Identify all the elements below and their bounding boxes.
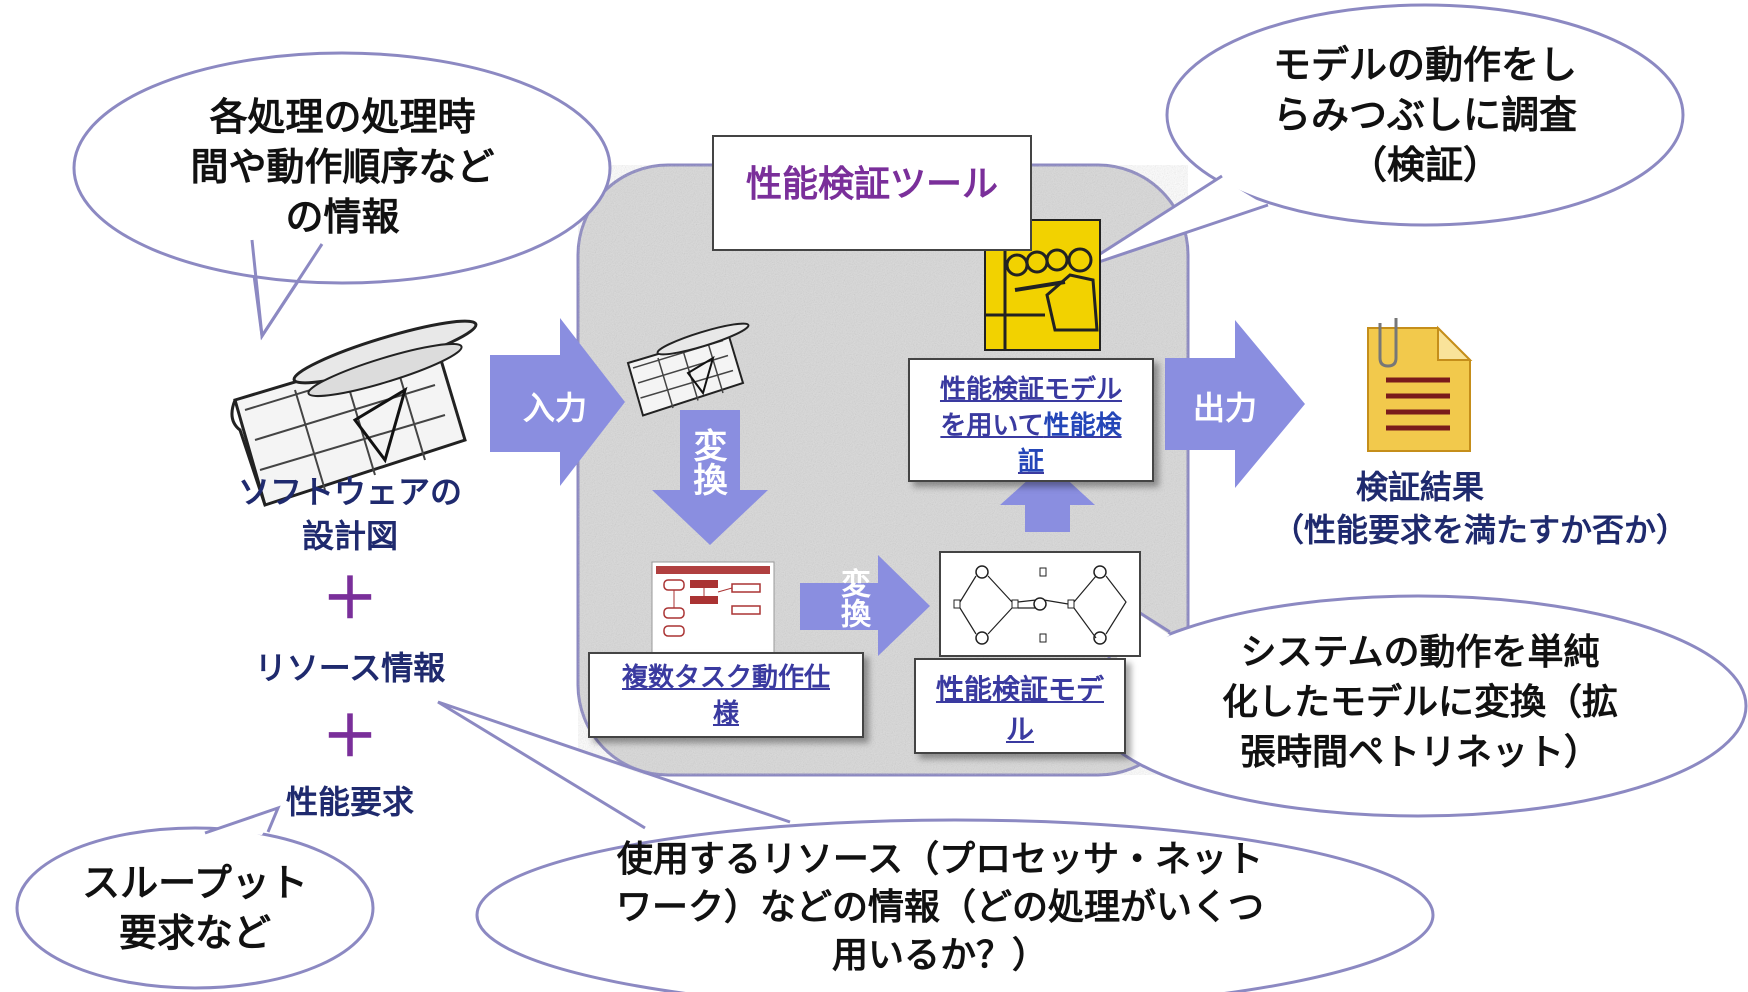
bubble-top-left bbox=[72, 51, 612, 341]
output-arrow bbox=[1165, 320, 1305, 488]
plus-sign-1: ＋ bbox=[322, 567, 378, 632]
bubble-right-mid-line-1: システムの動作を単純 bbox=[1240, 632, 1600, 673]
convert-right-arrow bbox=[800, 555, 930, 656]
task-spec-diagram bbox=[651, 561, 775, 655]
bubble-bottom-center-text: 使用するリソース（プロセッサ・ネット ワーク）などの情報（どの処理がいくつ 用い… bbox=[600, 836, 1280, 980]
design-label: ソフトウェアの 設計図 bbox=[220, 470, 480, 558]
bubble-bottom-center-line-2: ワーク）などの情報（どの処理がいくつ bbox=[615, 887, 1264, 928]
plus-sign-2: ＋ bbox=[322, 705, 378, 770]
input-arrow-label: 入力 bbox=[522, 389, 587, 427]
input-arrow bbox=[490, 318, 625, 486]
result-title: 検証結果 bbox=[1355, 468, 1484, 506]
verify-up-arrow bbox=[1000, 462, 1095, 532]
verify-box-line-3: 証 bbox=[1017, 447, 1044, 477]
blueprint-icon bbox=[230, 319, 478, 507]
spec-box-line-2: 様 bbox=[712, 699, 739, 729]
bubble-top-right-line-2: らみつぶしに調査 bbox=[1272, 93, 1577, 137]
verify-box-link[interactable]: 性能検 bbox=[1043, 411, 1122, 441]
bubble-top-left-text: 各処理の処理時 間や動作順序など の情報 bbox=[150, 92, 535, 242]
petri-net-diagram bbox=[939, 551, 1141, 657]
bubble-top-right-line-3: （検証） bbox=[1348, 143, 1501, 187]
requirement-label: 性能要求 bbox=[285, 783, 414, 821]
bubble-bottom-center-line-3: 用いるか？） bbox=[831, 935, 1048, 976]
bubble-bottom-left-text: スループット 要求など bbox=[60, 858, 330, 958]
verify-box-line-1: 性能検証モデル bbox=[939, 375, 1122, 405]
bubble-top-left-line-2: 間や動作順序など bbox=[190, 145, 495, 189]
bubble-right-mid-line-2: 化したモデルに変換（拡 bbox=[1221, 682, 1618, 723]
blueprint-icon-small bbox=[626, 322, 750, 417]
verify-box-text[interactable]: 性能検証モデル を用いて性能検 証 bbox=[910, 372, 1152, 480]
design-label-line-1: ソフトウェアの bbox=[237, 473, 462, 511]
spec-box-line-1: 複数タスク動作仕 bbox=[621, 663, 830, 693]
convert-down-label-text: 変換 bbox=[687, 428, 727, 496]
model-box-line-1: 性能検証モデ bbox=[935, 673, 1104, 706]
resource-label: リソース情報 bbox=[254, 649, 446, 687]
bubble-right-mid-line-3: 張時間ペトリネット） bbox=[1239, 732, 1600, 773]
model-box: 性能検証モデ ル bbox=[914, 658, 1126, 754]
output-arrow-label: 出力 bbox=[1192, 389, 1257, 427]
bubble-bottom-center-line-1: 使用するリソース（プロセッサ・ネット bbox=[616, 839, 1264, 880]
bubble-top-right-line-1: モデルの動作をし bbox=[1272, 43, 1577, 87]
tool-title: 性能検証ツール bbox=[745, 164, 998, 205]
verify-box-prefix: を用いて bbox=[940, 411, 1044, 441]
verify-box: 性能検証モデル を用いて性能検 証 bbox=[908, 358, 1154, 482]
convert-right-label-text: 変換 bbox=[835, 568, 870, 628]
convert-down-label: 変換 bbox=[682, 428, 732, 507]
result-subtitle: （性能要求を満たすか否か） bbox=[1271, 511, 1688, 549]
worker-icon bbox=[984, 219, 1101, 351]
bubble-top-left-line-1: 各処理の処理時 bbox=[209, 95, 476, 139]
design-label-line-2: 設計図 bbox=[301, 517, 398, 555]
bubble-top-right-text: モデルの動作をし らみつぶしに調査 （検証） bbox=[1240, 40, 1610, 190]
tool-title-box: 性能検証ツール bbox=[712, 135, 1032, 251]
model-box-text[interactable]: 性能検証モデ ル bbox=[916, 670, 1124, 750]
spec-box: 複数タスク動作仕 様 bbox=[588, 652, 864, 738]
spec-box-text[interactable]: 複数タスク動作仕 様 bbox=[590, 660, 862, 732]
bubble-bottom-center bbox=[437, 700, 1435, 992]
bubble-top-left-line-3: の情報 bbox=[285, 195, 400, 239]
convert-down-arrow bbox=[652, 410, 768, 545]
bubble-bottom-left-line-2: 要求など bbox=[118, 911, 271, 955]
bubble-bottom-left bbox=[15, 805, 375, 990]
convert-right-label: 変換 bbox=[832, 568, 872, 638]
document-icon bbox=[1367, 318, 1473, 452]
bubble-right-mid-text: システムの動作を単純 化したモデルに変換（拡 張時間ペトリネット） bbox=[1190, 628, 1650, 778]
verify-box-line-2: を用いて性能検 bbox=[910, 408, 1152, 444]
model-box-line-2: ル bbox=[1005, 713, 1034, 746]
bubble-bottom-left-line-1: スループット bbox=[82, 861, 308, 905]
